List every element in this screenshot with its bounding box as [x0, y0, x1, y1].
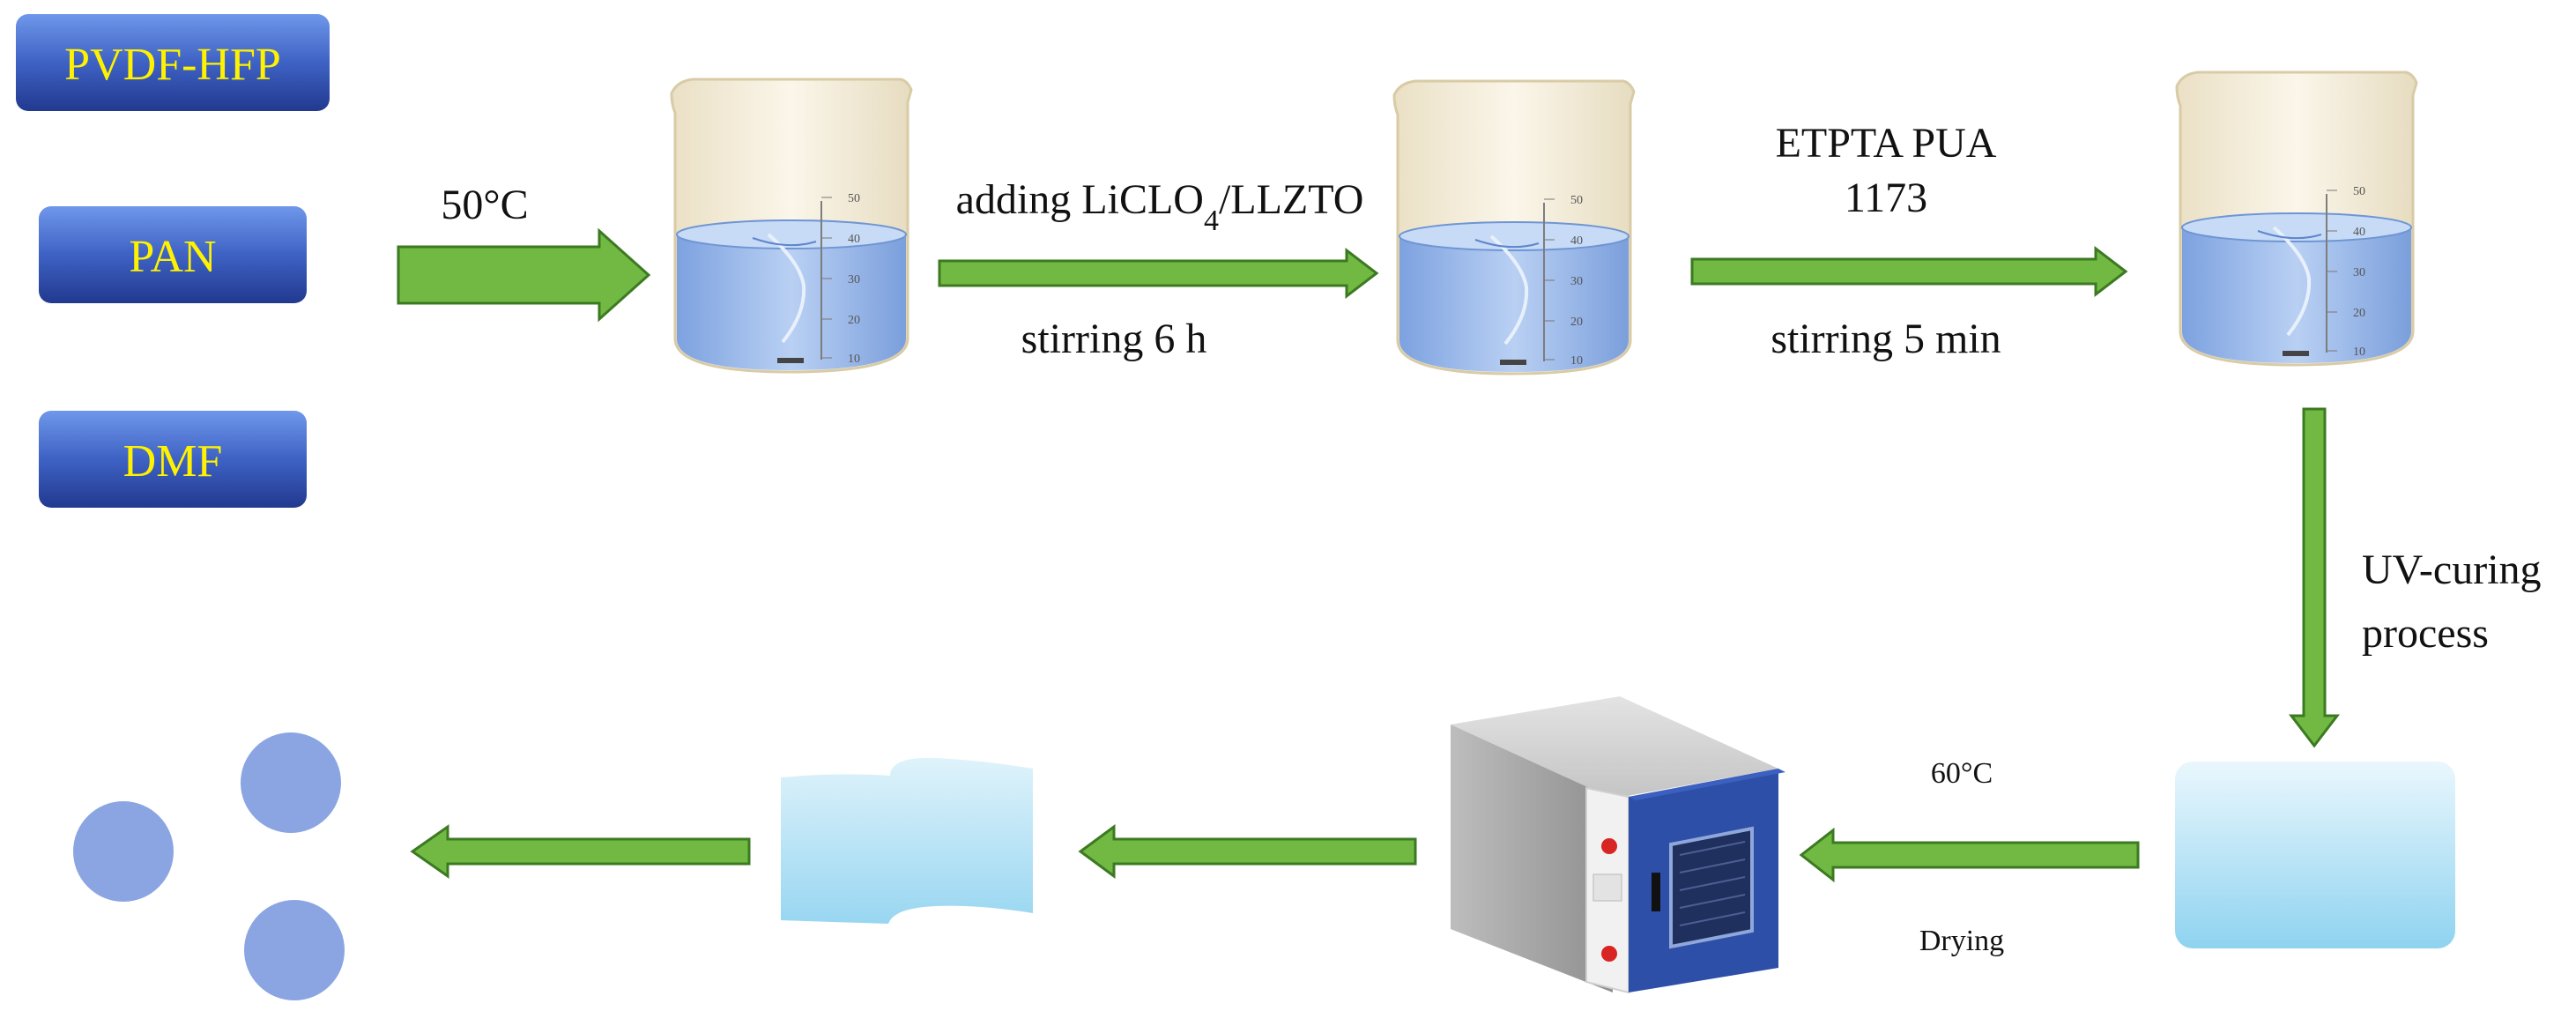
svg-text:30: 30 — [848, 273, 860, 286]
svg-text:10: 10 — [848, 353, 860, 366]
beaker-2: 50 40 30 20 10 — [1392, 79, 1636, 375]
material-pill-dmf: DMF — [39, 411, 307, 508]
beaker-3: 50 40 30 20 10 — [2175, 71, 2418, 367]
arrow-2 — [938, 247, 1379, 300]
step4-process-label: process — [2362, 610, 2489, 657]
cured-film — [2175, 762, 2455, 948]
material-label: PVDF-HFP — [64, 40, 281, 90]
step5-temperature-label: 60°C — [1931, 757, 1993, 790]
svg-text:50: 50 — [848, 192, 860, 205]
step2-additive-label: adding LiCLO4/LLZTO — [956, 176, 1364, 237]
svg-text:50: 50 — [2353, 185, 2365, 198]
arrow-7-left — [410, 824, 751, 879]
arrow-5-left — [1799, 827, 2140, 883]
svg-text:10: 10 — [1570, 354, 1583, 368]
step4-uv-label: UV-curing — [2362, 546, 2542, 593]
svg-text:20: 20 — [1570, 316, 1583, 329]
electrolyte-membrane — [781, 757, 1033, 924]
svg-text:40: 40 — [2353, 226, 2365, 239]
step3-initiator-label: 1173 — [1845, 175, 1927, 221]
disc — [244, 900, 345, 1000]
electrolyte-discs — [73, 732, 345, 1000]
arrow-6-left — [1078, 824, 1417, 879]
svg-text:10: 10 — [2353, 346, 2365, 359]
material-pill-pan: PAN — [39, 206, 307, 303]
step1-temperature-label: 50°C — [441, 182, 528, 228]
step3-monomer-label: ETPTA PUA — [1776, 120, 1997, 167]
material-label: DMF — [123, 436, 223, 487]
svg-text:30: 30 — [2353, 266, 2365, 279]
svg-text:40: 40 — [848, 233, 860, 246]
svg-text:50: 50 — [1570, 194, 1583, 207]
step3-stirring-label: stirring 5 min — [1771, 316, 2001, 362]
arrow-3 — [1690, 245, 2128, 298]
material-label: PAN — [129, 232, 216, 282]
disc — [73, 801, 174, 902]
svg-text:30: 30 — [1570, 275, 1583, 288]
beaker-1: 50 40 30 20 10 — [670, 78, 913, 374]
disc — [241, 732, 341, 833]
svg-text:20: 20 — [848, 314, 860, 327]
drying-oven — [1451, 696, 1785, 994]
svg-text:20: 20 — [2353, 307, 2365, 320]
step5-drying-label: Drying — [1919, 925, 2004, 957]
arrow-1 — [397, 227, 651, 323]
arrow-4-down — [2288, 407, 2341, 748]
step2-stirring-label: stirring 6 h — [1021, 316, 1207, 362]
material-pill-pvdf-hfp: PVDF-HFP — [16, 14, 330, 111]
svg-text:40: 40 — [1570, 234, 1583, 248]
